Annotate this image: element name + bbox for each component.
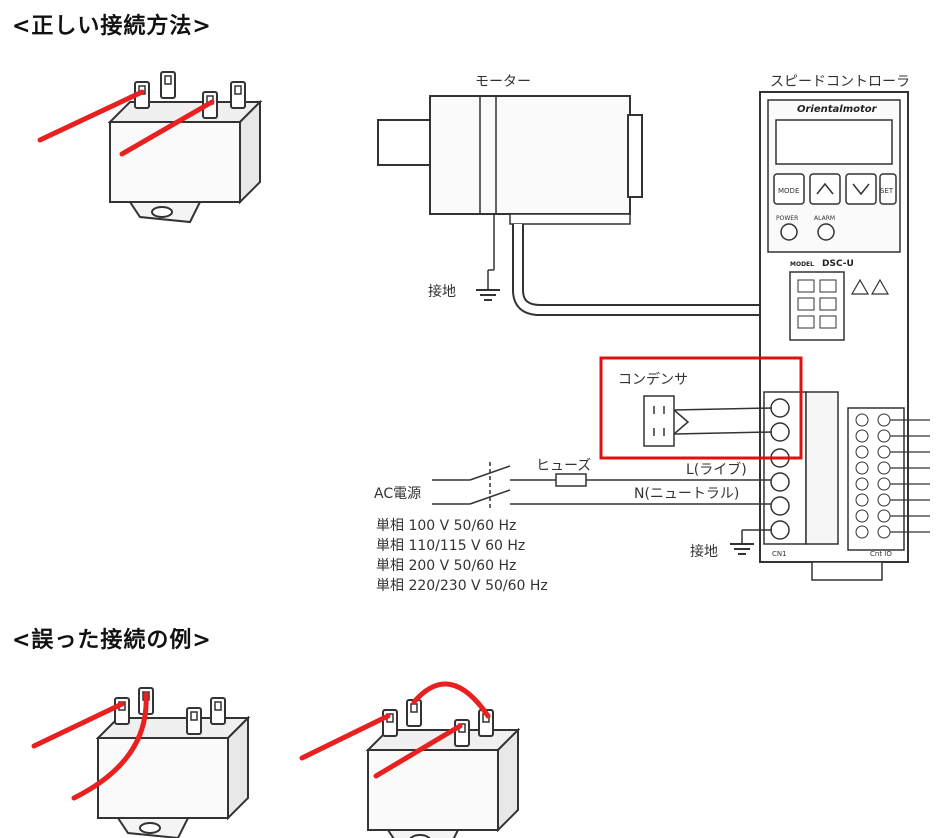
cn1-terminals [770,398,790,540]
ground-symbol-1 [476,289,500,301]
fuse [555,473,587,487]
motor-label: モーター [475,74,531,90]
red-wire-wrong-1b [71,691,149,801]
capacitor-label: コンデンサ [618,371,688,388]
motor [377,95,643,225]
heading-correct: <正しい接続方法> [12,14,212,39]
capacitor-symbol [643,395,690,447]
brand-label: Orientalmotor [797,104,878,115]
model-prefix: MODEL [790,261,814,268]
spec-line-2: 単相 110/115 V 60 Hz [376,538,525,554]
red-wire-correct-2 [119,99,215,157]
ground-label-2: 接地 [690,543,718,560]
red-wire-wrong-2a [299,713,391,761]
red-wire-wrong-1a [31,701,125,749]
neutral-label: N(ニュートラル) [634,486,739,502]
spec-line-3: 単相 200 V 50/60 Hz [376,558,516,574]
io-terminals [855,413,891,539]
cn4-label: Cnt IO [870,550,892,558]
ac-power-label: AC電源 [374,486,421,502]
cn1-label: CN1 [772,550,787,558]
heading-wrong: <誤った接続の例> [12,628,212,653]
spec-line-1: 単相 100 V 50/60 Hz [376,518,516,534]
live-label: L(ライブ) [686,461,747,478]
spec-line-4: 単相 220/230 V 50/60 Hz [376,578,548,594]
alarm-label: ALARM [814,215,835,222]
mode-button[interactable]: MODE [778,187,799,195]
set-button[interactable]: SET [880,187,894,195]
fuse-label: ヒューズ [536,458,591,474]
red-wire-correct-1 [37,89,145,143]
ground-symbol-2 [730,543,754,555]
capacitor-highlight-box [599,356,803,460]
motor-cable [512,224,760,316]
model-label: DSC-U [822,259,854,269]
ground-label-1: 接地 [428,283,456,300]
controller-label: スピードコントローラ [770,74,910,90]
power-label: POWER [776,215,798,222]
red-wire-wrong-2b [373,723,463,779]
red-wire-wrong-2c [411,681,491,719]
